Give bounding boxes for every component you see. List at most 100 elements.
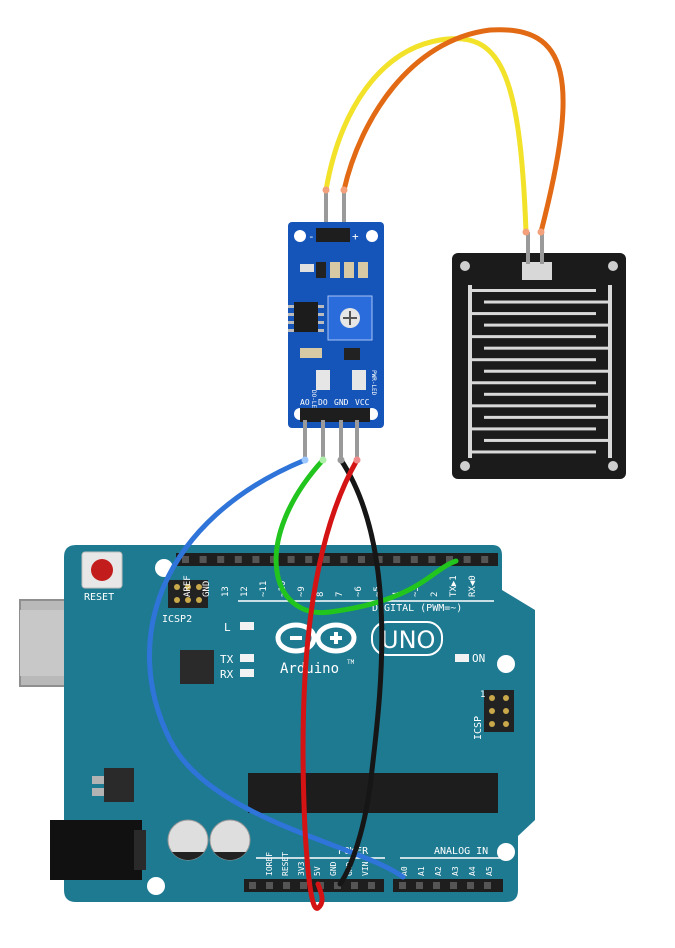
digital-label: DIGITAL (PWM=~)	[372, 603, 462, 614]
led-tx	[240, 654, 254, 662]
wire-end	[522, 228, 530, 236]
header-hole	[287, 556, 295, 563]
rain-sensor-module: - + DO-LED PWR-LED AO DO GND VCC	[288, 190, 384, 460]
voltage-regulator	[104, 768, 134, 802]
digital-pin-label: 12	[240, 586, 250, 597]
header-hole	[433, 882, 440, 889]
pwr-led	[352, 370, 366, 390]
module-top-header	[316, 228, 350, 242]
uno-badge	[371, 621, 443, 656]
header-hole	[182, 556, 189, 563]
digital-pin-label: RX◀0	[468, 575, 478, 597]
module-plus: +	[352, 230, 359, 243]
header-hole	[351, 882, 358, 889]
header-hole	[410, 556, 418, 563]
header-hole	[428, 556, 436, 563]
arduino-logo	[275, 622, 357, 654]
icsp-label: ICSP	[473, 716, 484, 740]
reset-label: RESET	[84, 592, 114, 603]
wire-blue	[147, 457, 406, 880]
icsp2-header	[168, 580, 208, 608]
pwr-led-label: PWR-LED	[370, 370, 377, 396]
header-hole	[300, 882, 307, 889]
module-minus: -	[308, 230, 315, 243]
digital-pin-label: 8	[316, 592, 326, 597]
mounting-hole	[497, 843, 515, 861]
capacitor	[167, 819, 209, 861]
wire-end	[319, 456, 327, 464]
do-led-label: DO-LED	[310, 390, 317, 412]
comparator-ic	[294, 302, 318, 332]
wire-orange	[341, 27, 566, 235]
power-pin-label: VIN	[361, 861, 370, 876]
wire-black	[337, 457, 385, 887]
do-led	[316, 370, 330, 390]
power-header	[244, 879, 384, 892]
analog-pin-labels: A0 A1 A2 A3 A4 A5	[400, 866, 494, 876]
header-hole	[305, 556, 313, 563]
arduino-logo-text: Arduino	[280, 661, 339, 677]
header-hole	[446, 556, 453, 563]
header-hole	[266, 882, 273, 889]
mounting-hole	[147, 877, 165, 895]
analog-pin-label: A0	[400, 866, 409, 876]
potentiometer[interactable]	[327, 295, 373, 341]
module-bottom-header	[300, 408, 370, 422]
icsp2-label: ICSP2	[162, 614, 192, 625]
trademark: TM	[347, 659, 355, 666]
wire-red	[300, 457, 360, 911]
header-hole	[467, 882, 474, 889]
icsp-header	[484, 690, 514, 732]
digital-pin-label: TX▶1	[449, 575, 459, 597]
analog-pin-label: A1	[417, 866, 426, 876]
uno-text: UNO	[381, 626, 435, 654]
header-hole	[463, 556, 471, 563]
led-on-label: ON	[472, 652, 485, 665]
wires	[147, 27, 566, 911]
sensor-pad-connector	[522, 262, 552, 280]
power-pin-label: GND	[329, 861, 338, 876]
wire-end	[353, 456, 361, 464]
led-rx	[240, 669, 254, 677]
wire-green	[273, 457, 459, 615]
power-pin-label: IOREF	[265, 852, 274, 876]
wire-end	[537, 228, 545, 236]
header-hole	[484, 882, 491, 889]
power-pin-label: 5V	[313, 866, 322, 876]
analog-pin-label: A3	[451, 866, 460, 876]
led-on	[455, 654, 469, 662]
digital-pin-label: 13	[221, 586, 231, 597]
analog-pin-label: A4	[468, 866, 477, 876]
header-hole	[399, 882, 406, 889]
header-hole	[368, 882, 375, 889]
capacitor	[209, 819, 251, 861]
header-hole	[481, 556, 489, 563]
analog-pin-label: A5	[485, 866, 494, 876]
mounting-hole	[497, 655, 515, 673]
header-hole	[340, 556, 348, 563]
led-l-label: L	[224, 621, 231, 634]
sensor-traces	[468, 285, 612, 458]
header-hole	[375, 556, 383, 563]
led-tx-label: TX	[220, 653, 234, 666]
wire-yellow	[323, 36, 529, 235]
analog-pin-label: A2	[434, 866, 443, 876]
header-hole	[217, 556, 225, 563]
header-hole	[199, 556, 207, 563]
digital-pin-label: ~9	[297, 586, 307, 597]
module-pin-do: DO	[318, 398, 328, 407]
header-hole	[270, 556, 277, 563]
header-hole	[283, 882, 290, 889]
wire-end	[322, 186, 330, 194]
header-hole	[450, 882, 457, 889]
digital-pin-label: AREF	[183, 575, 193, 597]
led-l	[240, 622, 254, 630]
wire-end	[337, 456, 345, 464]
header-hole	[249, 882, 256, 889]
wire-end	[301, 456, 309, 464]
digital-pin-label: 2	[430, 592, 440, 597]
header-hole	[358, 556, 365, 563]
module-pin-ao: AO	[300, 398, 310, 407]
digital-pin-label: ~3	[411, 586, 421, 597]
